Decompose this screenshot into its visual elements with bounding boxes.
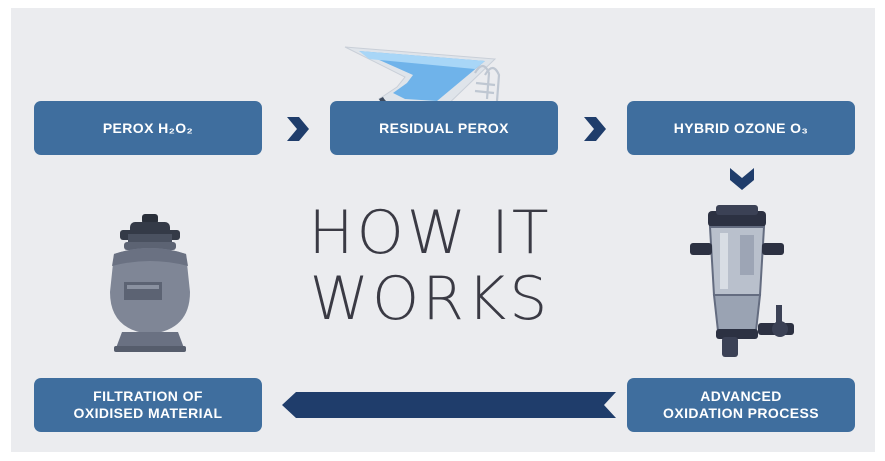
title-line-2: WORKS (309, 264, 551, 334)
ozone-injector-icon (690, 205, 794, 357)
sand-filter-icon (110, 214, 190, 352)
page-title: HOW IT WORKS (270, 200, 590, 332)
step-filtration: FILTRATION OF OXIDISED MATERIAL (34, 378, 262, 432)
arrow-left-icon (282, 392, 616, 418)
step-residual-perox: RESIDUAL PEROX (330, 101, 558, 155)
pool-icon (344, 46, 501, 113)
step-hybrid-ozone: HYBRID OZONE O₃ (627, 101, 855, 155)
chevron-down-icon (730, 168, 754, 190)
step-advanced-oxidation: ADVANCED OXIDATION PROCESS (627, 378, 855, 432)
chevron-right-icon (584, 117, 606, 141)
chevron-right-icon (287, 117, 309, 141)
title-line-1: HOW IT (308, 198, 552, 268)
step-perox: PEROX H₂O₂ (34, 101, 262, 155)
